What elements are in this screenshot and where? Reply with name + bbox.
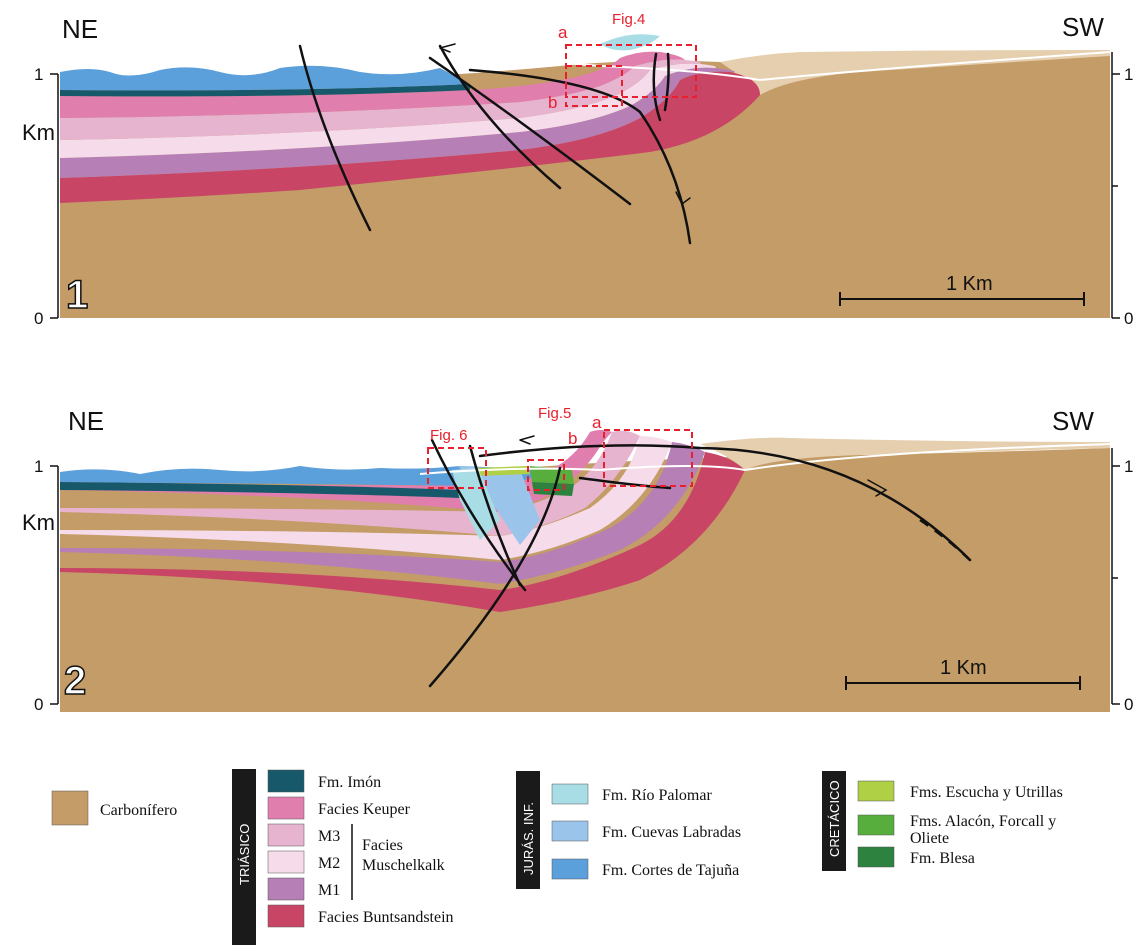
s1-ne-label: NE — [62, 14, 98, 44]
legend-swatch-m2 — [268, 851, 304, 873]
s1-left-axis — [50, 74, 58, 318]
s2-box-a-label: a — [592, 413, 602, 432]
legend-swatch-alacon-forcall-oliete — [858, 815, 894, 835]
s1-box-a-label: a — [558, 23, 568, 42]
legend-label-m2: M2 — [318, 855, 340, 872]
s1-number: 1 — [66, 273, 88, 317]
legend-group-label-cretacico: CRETÁCICO — [827, 780, 842, 857]
legend-label-cortes-tajuna: Fm. Cortes de Tajuña — [602, 862, 739, 879]
s1-scale-label: 1 Km — [946, 273, 993, 295]
legend-swatch-blesa — [858, 847, 894, 867]
s1-box-b-label: b — [548, 93, 557, 112]
legend-swatch-carbonifero — [52, 791, 88, 825]
s1-right-axis — [1112, 52, 1120, 318]
s2-box-fig5-label: Fig.5 — [538, 405, 571, 422]
legend-label-carbonifero: Carbonífero — [100, 802, 177, 819]
s1-left-tick-top: 1 — [34, 65, 43, 84]
s1-box-fig-label: Fig.4 — [612, 11, 645, 28]
legend-group-label-triasico: TRIÁSICO — [237, 824, 252, 885]
legend-swatch-imon — [268, 770, 304, 792]
s2-left-axis — [50, 466, 58, 704]
legend-label-alacon-forcall-oliete: Fms. Alacón, Forcall y Oliete — [910, 813, 1060, 847]
legend-swatch-cortes-tajuna — [552, 859, 588, 879]
legend-group-label-jurasico: JURÁS. INF. — [521, 802, 536, 875]
s2-box-b-label: b — [568, 429, 577, 448]
legend-label-blesa: Fm. Blesa — [910, 850, 975, 867]
legend-label-muschelkalk: Facies Muschelkalk — [362, 837, 445, 874]
legend-swatch-keuper — [268, 797, 304, 819]
s1-unit-label: Km — [22, 120, 55, 145]
s2-left-tick-bottom: 0 — [34, 695, 43, 714]
s2-right-tick-top: 1 — [1124, 457, 1133, 476]
legend-label-rio-palomar: Fm. Río Palomar — [602, 787, 712, 804]
s1-sw-label: SW — [1062, 12, 1104, 42]
legend-swatch-rio-palomar — [552, 784, 588, 804]
legend-label-imon: Fm. Imón — [318, 774, 381, 791]
s2-ne-label: NE — [68, 406, 104, 436]
legend-swatch-m3 — [268, 824, 304, 846]
legend-label-buntsandstein: Facies Buntsandstein — [318, 909, 454, 926]
s2-number: 2 — [64, 659, 86, 703]
legend-swatch-m1 — [268, 878, 304, 900]
legend-label-escucha-utrillas: Fms. Escucha y Utrillas — [910, 784, 1063, 801]
s2-unit-label: Km — [22, 510, 55, 535]
legend: Carbonífero TRIÁSICO Fm. Imón Facies Keu… — [52, 769, 1063, 945]
legend-label-cuevas-labradas: Fm. Cuevas Labradas — [602, 824, 741, 841]
legend-swatch-escucha-utrillas — [858, 781, 894, 801]
legend-swatch-cuevas-labradas — [552, 821, 588, 841]
s2-scale-label: 1 Km — [940, 657, 987, 679]
s2-left-tick-top: 1 — [34, 457, 43, 476]
legend-label-m1: M1 — [318, 882, 340, 899]
s2-thrust-arrow-1 — [520, 436, 534, 444]
s2-sw-label: SW — [1052, 406, 1094, 436]
legend-swatch-buntsandstein — [268, 905, 304, 927]
section-1: NE SW 1 0 1 0 Km 1 Km 1 Fig.4 a b — [22, 11, 1133, 328]
s2-right-tick-bottom: 0 — [1124, 695, 1133, 714]
section-2: NE SW 1 0 1 0 Km 1 Km 2 Fig. 6 Fig.5 a b — [22, 405, 1133, 714]
s1-rio-palomar-layer — [600, 34, 660, 50]
s2-right-axis — [1112, 448, 1120, 704]
legend-label-m3: M3 — [318, 828, 340, 845]
s2-box-fig6-label: Fig. 6 — [430, 427, 468, 444]
legend-label-keuper: Facies Keuper — [318, 801, 411, 818]
s1-right-tick-bottom: 0 — [1124, 309, 1133, 328]
s1-left-tick-bottom: 0 — [34, 309, 43, 328]
s1-right-tick-top: 1 — [1124, 65, 1133, 84]
